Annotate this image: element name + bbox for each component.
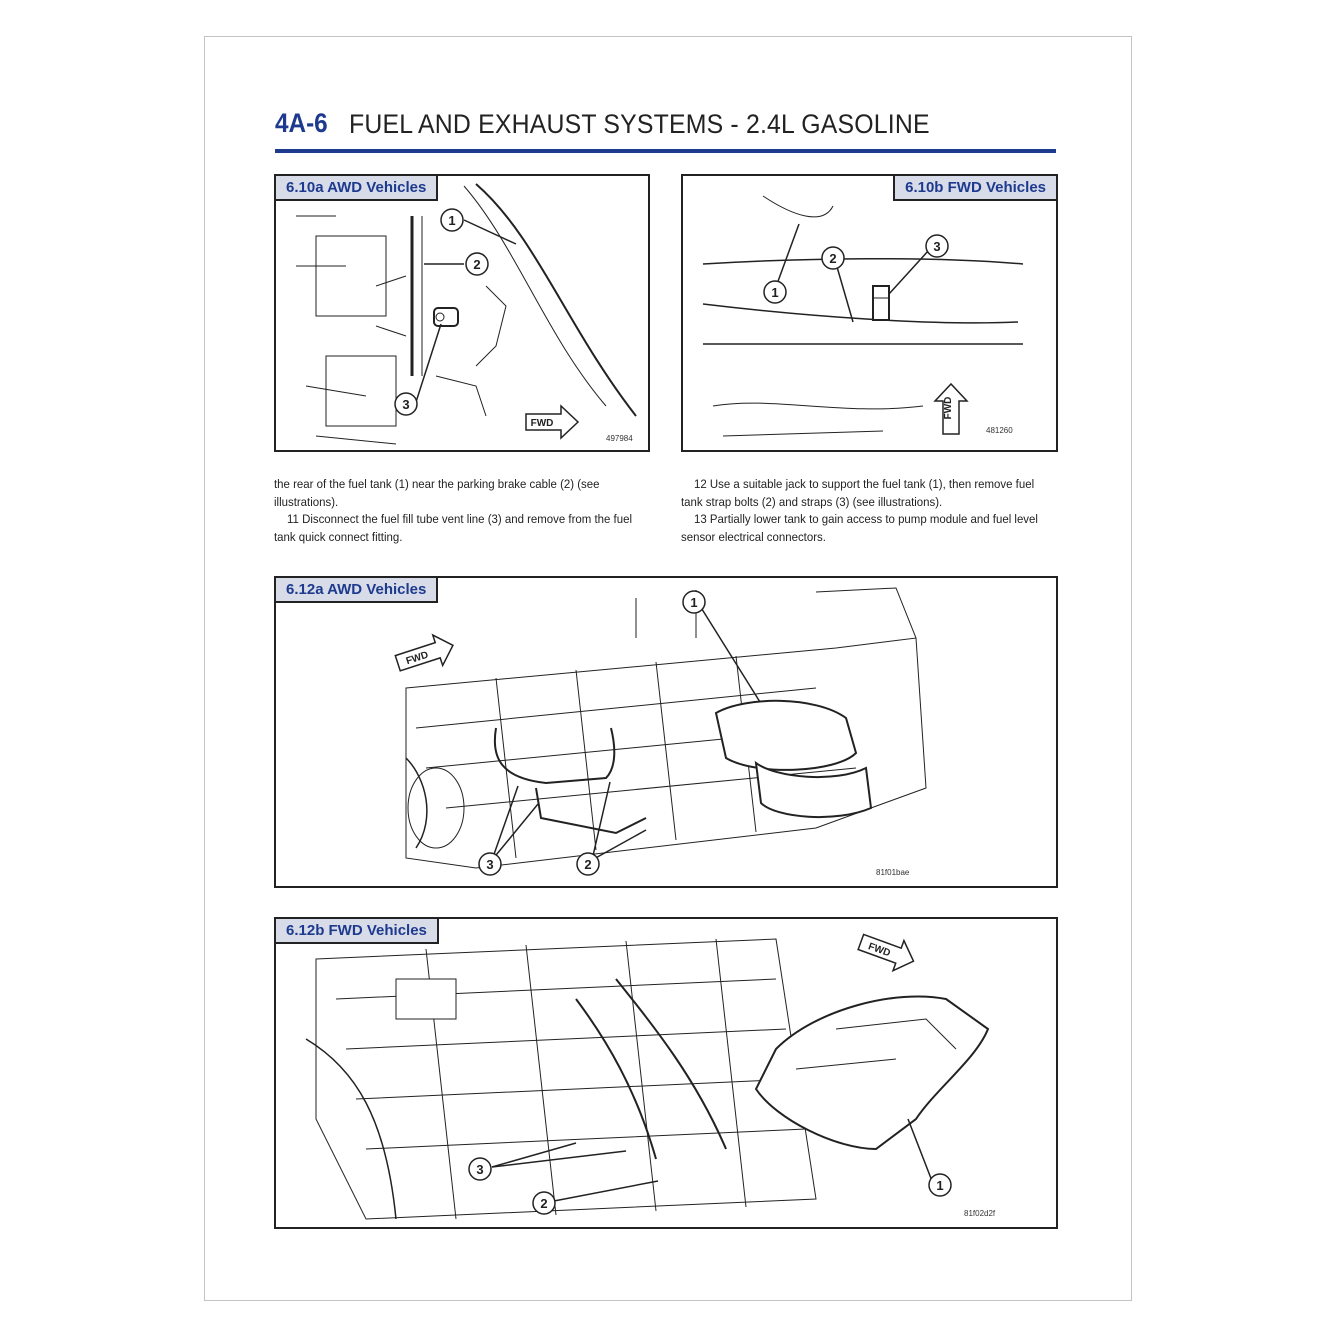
callout-1: 1 <box>690 595 697 610</box>
callout-2: 2 <box>540 1196 547 1211</box>
callout-3: 3 <box>933 239 940 254</box>
callout-2: 2 <box>473 257 480 272</box>
figure-code: 497984 <box>606 434 633 443</box>
figure-code: 81f01bae <box>876 868 910 877</box>
fwd-arrow-icon: FWD <box>857 933 915 973</box>
page-title: FUEL AND EXHAUST SYSTEMS - 2.4L GASOLINE <box>349 109 930 139</box>
callout-1: 1 <box>936 1178 943 1193</box>
figure-6-10b-illustration: 1 2 3 FWD <box>702 195 1024 437</box>
figure-6-12a-illustration: 1 2 3 FWD <box>394 587 927 876</box>
figure-6-12b-illustration: 1 2 3 FWD <box>305 933 990 1220</box>
paragraph: 13 Partially lower tank to gain access t… <box>681 512 1038 544</box>
text-column-left: the rear of the fuel tank (1) near the p… <box>274 476 644 546</box>
header-rule <box>275 149 1056 153</box>
figure-6-10a: 6.10a AWD Vehicles 1 2 3 FWD 497984 <box>274 174 650 452</box>
callout-1: 1 <box>771 285 778 300</box>
callout-2: 2 <box>829 251 836 266</box>
figure-6-12b: 6.12b FWD Vehicles 1 2 3 FWD 81f02d2f <box>274 917 1058 1229</box>
figure-code: 481260 <box>986 426 1013 435</box>
figure-caption: 6.10b FWD Vehicles <box>893 176 1056 201</box>
fwd-label: FWD <box>531 418 554 429</box>
figure-code: 81f02d2f <box>964 1209 996 1218</box>
callout-3: 3 <box>476 1162 483 1177</box>
callout-3: 3 <box>402 397 409 412</box>
callout-1: 1 <box>448 213 455 228</box>
text-column-right: 12 Use a suitable jack to support the fu… <box>681 476 1053 546</box>
paragraph: 11 Disconnect the fuel fill tube vent li… <box>274 512 632 544</box>
fwd-arrow-icon: FWD <box>394 633 454 672</box>
figure-caption: 6.12a AWD Vehicles <box>276 578 439 603</box>
figure-caption: 6.12b FWD Vehicles <box>276 919 439 944</box>
fwd-arrow-icon <box>933 382 969 435</box>
paragraph: 12 Use a suitable jack to support the fu… <box>681 477 1035 509</box>
figure-6-10a-illustration: 1 2 3 FWD <box>296 183 637 445</box>
paragraph: the rear of the fuel tank (1) near the p… <box>274 477 600 509</box>
figure-6-10b: 6.10b FWD Vehicles 1 2 3 FWD 481260 <box>681 174 1058 452</box>
fwd-arrow-icon <box>525 404 580 440</box>
section-number: 4A-6 <box>275 108 328 138</box>
callout-2: 2 <box>584 857 591 872</box>
callout-3: 3 <box>486 857 493 872</box>
figure-6-12a: 6.12a AWD Vehicles 1 2 3 FWD 81f01bae <box>274 576 1058 888</box>
figure-caption: 6.10a AWD Vehicles <box>276 176 439 201</box>
fwd-label: FWD <box>943 397 954 420</box>
page-header: 4A-6 FUEL AND EXHAUST SYSTEMS - 2.4L GAS… <box>275 104 1056 153</box>
